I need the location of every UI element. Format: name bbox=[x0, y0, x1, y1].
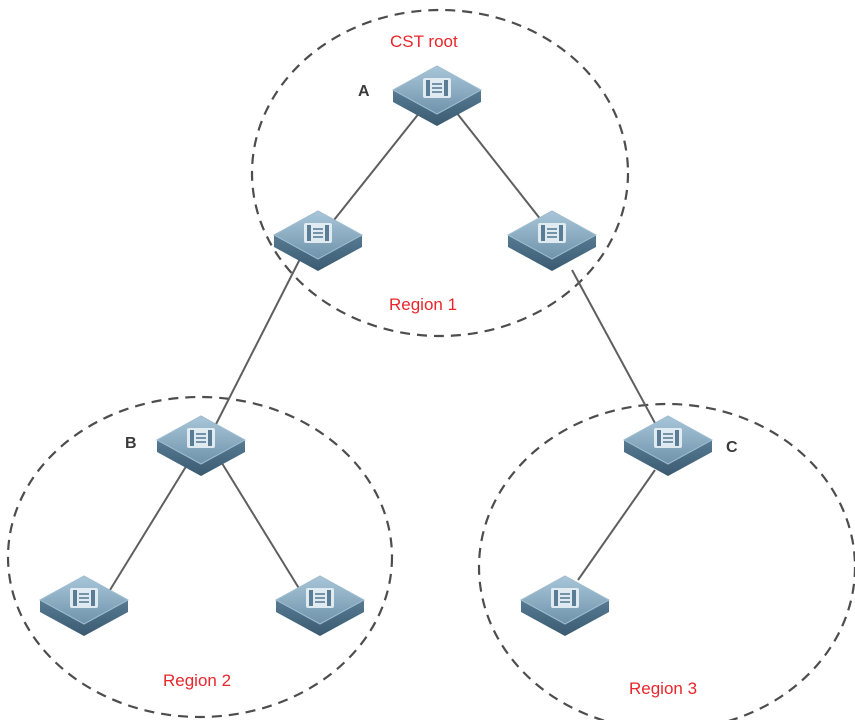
region-3-label: Region 3 bbox=[629, 679, 697, 698]
switch-icon[interactable] bbox=[392, 65, 482, 127]
region-2-boundary bbox=[6, 395, 394, 719]
link-c-down bbox=[577, 469, 656, 581]
node-c-label: C bbox=[726, 439, 738, 456]
link-right-c bbox=[571, 269, 663, 437]
region-2-label: Region 2 bbox=[163, 671, 231, 690]
region-1-label: Region 1 bbox=[389, 295, 457, 314]
switch-icon[interactable] bbox=[623, 415, 713, 477]
link-a-right bbox=[455, 111, 546, 226]
switch-icon[interactable] bbox=[507, 210, 597, 272]
link-b-left bbox=[109, 459, 191, 591]
switch-icon[interactable] bbox=[39, 575, 129, 637]
link-a-left bbox=[329, 111, 421, 226]
link-left-b bbox=[209, 254, 303, 437]
region-3-boundary bbox=[477, 402, 855, 720]
switch-icon[interactable] bbox=[156, 415, 246, 477]
switch-icon[interactable] bbox=[520, 575, 610, 637]
node-a-label: A bbox=[358, 83, 370, 100]
switch-icon[interactable] bbox=[273, 210, 363, 272]
switch-icon[interactable] bbox=[275, 575, 365, 637]
link-b-right bbox=[219, 459, 301, 591]
node-b-label: B bbox=[125, 435, 137, 452]
region-1-boundary bbox=[250, 8, 630, 338]
cst-root-label: CST root bbox=[390, 32, 458, 51]
